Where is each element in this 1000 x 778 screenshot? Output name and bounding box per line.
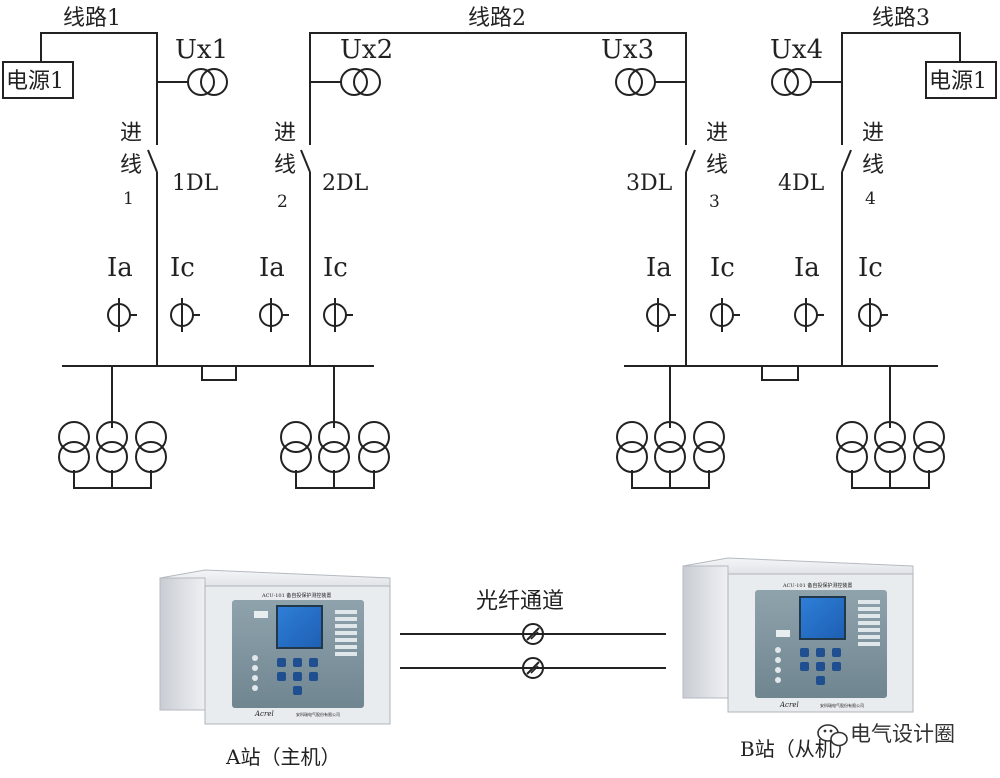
device-station-a: ACU-101 备自投保护测控装置 Acrel 安科瑞电气股份有限公司 — [159, 569, 391, 725]
vt-ux2: Ux2 — [340, 35, 393, 96]
wechat-icon — [817, 724, 848, 747]
current-transformer-icon: Ia — [646, 253, 676, 332]
current-transformer-icon: Ia — [259, 253, 289, 332]
feeder-transformers — [58, 366, 945, 489]
device-a-title: ACU-101 备自投保护测控装置 — [261, 592, 331, 599]
current-transformers: Ia Ic Ia Ic Ia Ic Ia Ic — [107, 253, 888, 332]
vt-ux1-label: Ux1 — [175, 35, 228, 65]
incomer-3: 进 线 3 3DL — [626, 121, 728, 365]
watermark: 电气设计圈 — [817, 722, 955, 747]
feeder-transformer-group — [616, 366, 725, 489]
current-transformer-icon: Ia — [794, 253, 824, 332]
watermark-text: 电气设计圈 — [850, 722, 955, 746]
fiber-channel: 光纤通道 — [400, 589, 666, 679]
breaker-4dl-label: 4DL — [778, 171, 825, 196]
ct-label: Ia — [259, 253, 285, 283]
transformer-icon — [836, 421, 868, 473]
breaker-3dl-label: 3DL — [626, 171, 673, 196]
breaker-1dl-label: 1DL — [172, 171, 219, 196]
breaker-2dl-label: 2DL — [322, 171, 369, 196]
incomer-1-word2: 线 — [120, 153, 142, 178]
device-station-b: ACU-101 备自投保护测控装置 Acrel 安科瑞电气股份有限公司 — [682, 557, 914, 713]
device-a-footer: 安科瑞电气股份有限公司 — [296, 711, 340, 717]
device-a-model-tag — [254, 611, 268, 618]
incomer-2-word2: 线 — [274, 153, 296, 178]
incomer-4-word1: 进 — [862, 121, 884, 146]
transformer-icon — [280, 421, 312, 473]
incomer-1-word1: 进 — [120, 121, 142, 146]
fiber-connector-icon — [522, 657, 544, 679]
vt-ux3-label: Ux3 — [601, 35, 654, 65]
line-3-wiring — [811, 32, 961, 145]
ct-label: Ic — [710, 253, 735, 283]
line-2-label: 线路2 — [468, 6, 526, 31]
transformer-icon — [913, 421, 945, 473]
line-2-wiring — [309, 32, 687, 145]
device-b-title: ACU-101 备自投保护测控装置 — [782, 582, 852, 589]
incomer-4-word2: 线 — [862, 153, 884, 178]
transformer-icon — [654, 421, 686, 473]
line-3-label: 线路3 — [872, 6, 930, 31]
incomer-2: 进 线 2 2DL — [274, 121, 369, 365]
feeder-transformer-group — [280, 366, 390, 489]
incomer-3-word1: 进 — [706, 121, 728, 146]
ct-label: Ic — [170, 253, 195, 283]
incomer-3-word2: 线 — [706, 153, 728, 178]
power-source-left-label: 电源1 — [6, 69, 64, 94]
ct-label: Ic — [858, 253, 883, 283]
vt-ux1: Ux1 — [175, 35, 228, 96]
transformer-icon — [58, 421, 90, 473]
transformer-icon — [693, 421, 725, 473]
incomer-4: 进 线 4 4DL — [778, 121, 884, 365]
station-a-caption: A站（主机） — [225, 745, 340, 769]
transformer-icon — [358, 421, 390, 473]
vt-ux3: Ux3 — [601, 35, 656, 96]
current-transformer-icon: Ic — [710, 253, 740, 332]
incomer-2-num: 2 — [277, 192, 288, 212]
vt-ux4-label: Ux4 — [770, 35, 823, 65]
ct-label: Ic — [323, 253, 348, 283]
current-transformer-icon: Ia — [107, 253, 137, 332]
fiber-connector-icon — [522, 623, 544, 645]
line-1-label: 线路1 — [63, 6, 121, 31]
transformer-icon — [135, 421, 167, 473]
incomer-3-num: 3 — [709, 192, 720, 212]
current-transformer-icon: Ic — [170, 253, 200, 332]
line-1-wiring — [40, 32, 188, 145]
device-b-brand: Acrel — [779, 701, 799, 709]
incomer-1: 进 线 1 1DL — [120, 121, 219, 365]
feeder-transformer-group — [58, 366, 167, 489]
ct-label: Ia — [794, 253, 820, 283]
fiber-channel-label: 光纤通道 — [476, 589, 564, 614]
transformer-icon — [874, 421, 906, 473]
device-a-brand: Acrel — [254, 710, 274, 718]
vt-ux4: Ux4 — [770, 35, 823, 96]
vt-ux2-label: Ux2 — [340, 35, 393, 65]
transformer-icon — [616, 421, 648, 473]
ct-label: Ia — [646, 253, 672, 283]
ct-label: Ia — [107, 253, 133, 283]
current-transformer-icon: Ic — [323, 253, 353, 332]
busbar-right — [624, 365, 938, 381]
incomer-4-num: 4 — [865, 189, 876, 209]
power-source-left: 电源1 — [2, 61, 74, 99]
busbar-left — [62, 365, 374, 381]
power-source-right-label: 电源1 — [929, 69, 987, 94]
device-b-footer: 安科瑞电气股份有限公司 — [820, 702, 864, 708]
power-source-right: 电源1 — [925, 61, 997, 99]
device-b-model-tag — [776, 630, 790, 637]
transformer-icon — [96, 421, 128, 473]
feeder-transformer-group — [836, 366, 945, 489]
incomer-1-num: 1 — [123, 189, 134, 209]
current-transformer-icon: Ic — [858, 253, 888, 332]
incomer-2-word1: 进 — [274, 121, 296, 146]
transformer-icon — [318, 421, 350, 473]
